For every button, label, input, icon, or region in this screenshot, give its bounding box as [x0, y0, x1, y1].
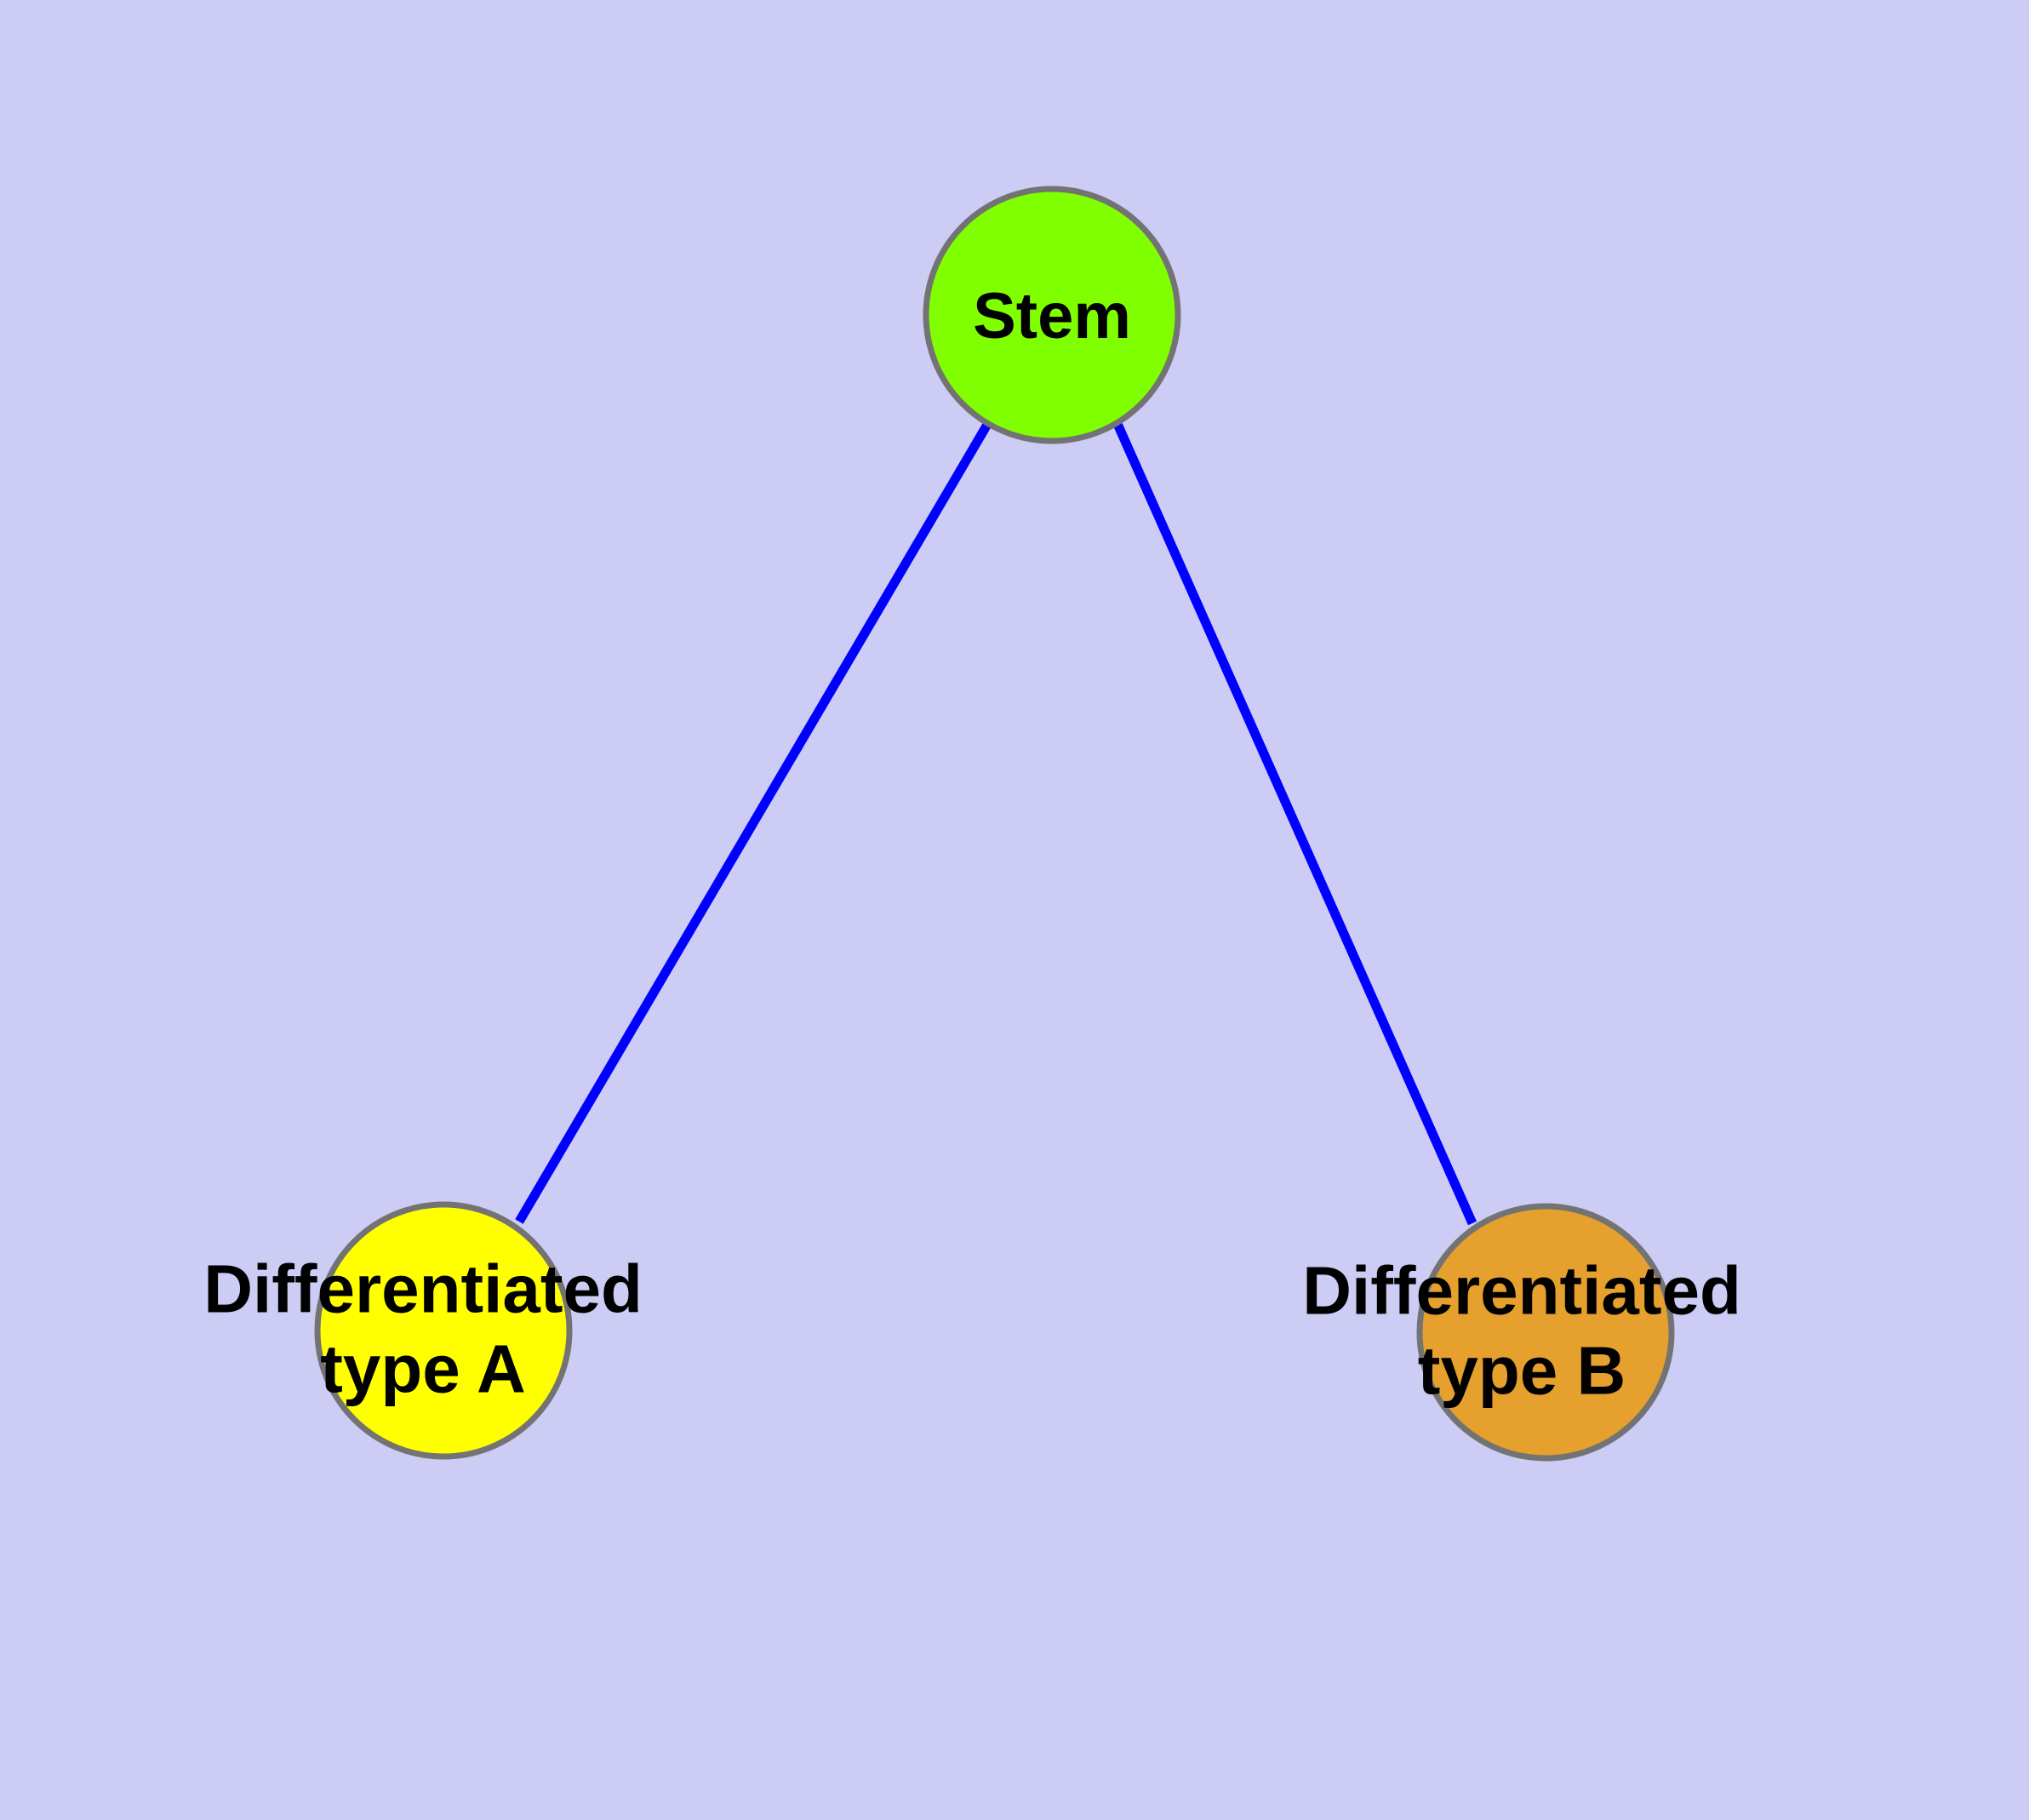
edge-stem-to-differentiated-type-a: [515, 421, 992, 1224]
edge-stem-to-differentiated-type-b: [1112, 421, 1477, 1226]
edge-layer: [515, 421, 1477, 1226]
node-layer: [314, 186, 1675, 1462]
node-differentiated-type-a[interactable]: [314, 1201, 573, 1460]
node-stem[interactable]: [923, 186, 1181, 444]
node-differentiated-type-b[interactable]: [1416, 1203, 1675, 1462]
